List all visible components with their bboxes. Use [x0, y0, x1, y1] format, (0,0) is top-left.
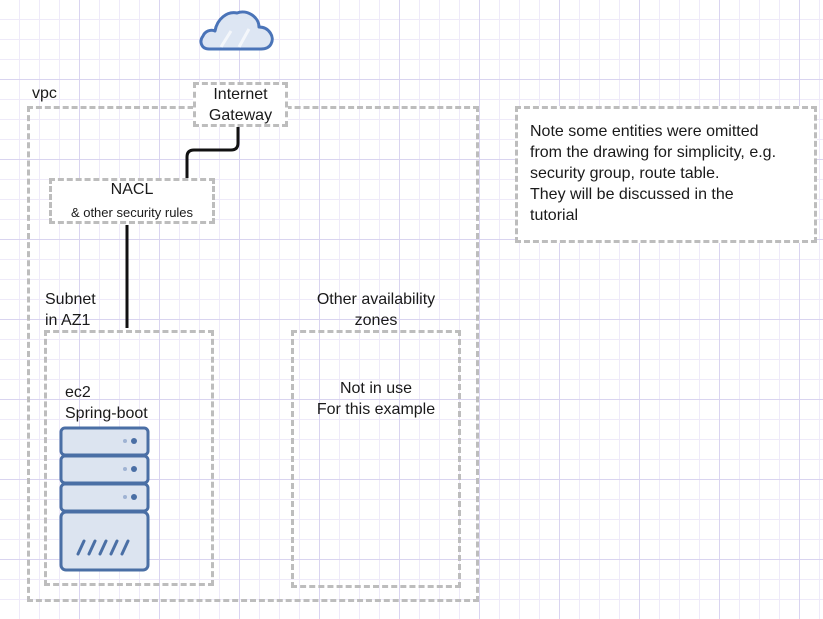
note-line-2: from the drawing for simplicity, e.g.: [530, 144, 777, 161]
subnet-label-line2: in AZ1: [45, 312, 91, 329]
ec2-label: ec2: [65, 384, 91, 401]
nacl-box: [49, 178, 215, 224]
subnet-box: [44, 330, 214, 586]
nacl-sublabel: & other security rules: [70, 205, 194, 220]
other-zones-body-line2: For this example: [316, 401, 436, 418]
note-line-1: Note some entities were omitted: [530, 123, 759, 140]
vpc-label: vpc: [32, 85, 57, 102]
internet-gateway-label-line2: Gateway: [208, 107, 273, 124]
internet-gateway-box: [193, 82, 288, 127]
internet-gateway-label-line1: Internet: [213, 86, 268, 103]
note-line-4: They will be discussed in the: [530, 186, 734, 203]
note-line-3: security group, route table.: [530, 165, 720, 182]
gateway-to-nacl-connector: [185, 127, 240, 178]
subnet-label-line1: Subnet: [45, 291, 96, 308]
note-line-5: tutorial: [530, 207, 579, 224]
spring-boot-label: Spring-boot: [65, 405, 148, 422]
other-zones-label-line1: Other availability: [316, 291, 436, 308]
nacl-label: NACL: [110, 181, 154, 198]
other-zones-label-line2: zones: [354, 312, 398, 329]
note-box: [515, 106, 817, 243]
other-zones-body-line1: Not in use: [339, 380, 413, 397]
other-zones-box: [291, 330, 461, 588]
